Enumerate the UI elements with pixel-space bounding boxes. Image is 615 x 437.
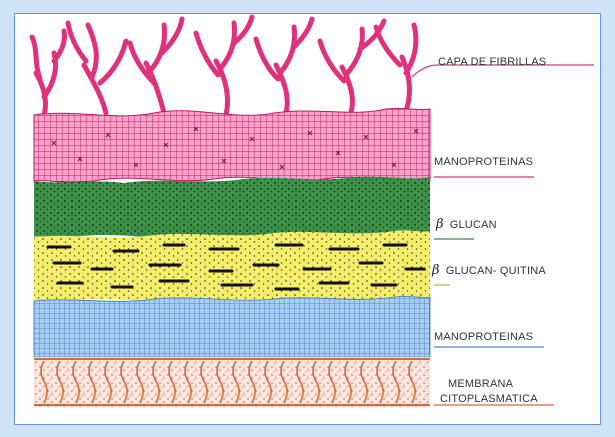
label-membrane-line2: CITOPLASMATICA [440, 393, 538, 405]
label-mannoproteins-bottom: MANOPROTEINAS [434, 331, 533, 343]
cell-wall-diagram [14, 13, 601, 425]
beta-symbol: β [436, 217, 444, 232]
mannoproteins-bottom-layer [34, 296, 430, 357]
label-fibrils: CAPA DE FIBRILLAS [438, 56, 546, 68]
label-glucan-chitin: GLUCAN- QUITINA [446, 265, 546, 277]
label-glucan-row: β GLUCAN [436, 217, 497, 232]
label-mannoproteins-top: MANOPROTEINAS [434, 156, 533, 168]
glucan-layer [34, 177, 430, 238]
membrane-layer [34, 357, 430, 407]
fibrils-layer [32, 17, 416, 115]
label-membrane-line1: MEMBRANA [448, 378, 513, 390]
glucan-chitin-layer [34, 230, 430, 302]
mannoproteins-top-layer [34, 108, 430, 182]
label-glucan: GLUCAN [450, 219, 497, 231]
beta-symbol: β [432, 263, 440, 278]
label-glucan-chitin-row: β GLUCAN- QUITINA [432, 263, 546, 278]
